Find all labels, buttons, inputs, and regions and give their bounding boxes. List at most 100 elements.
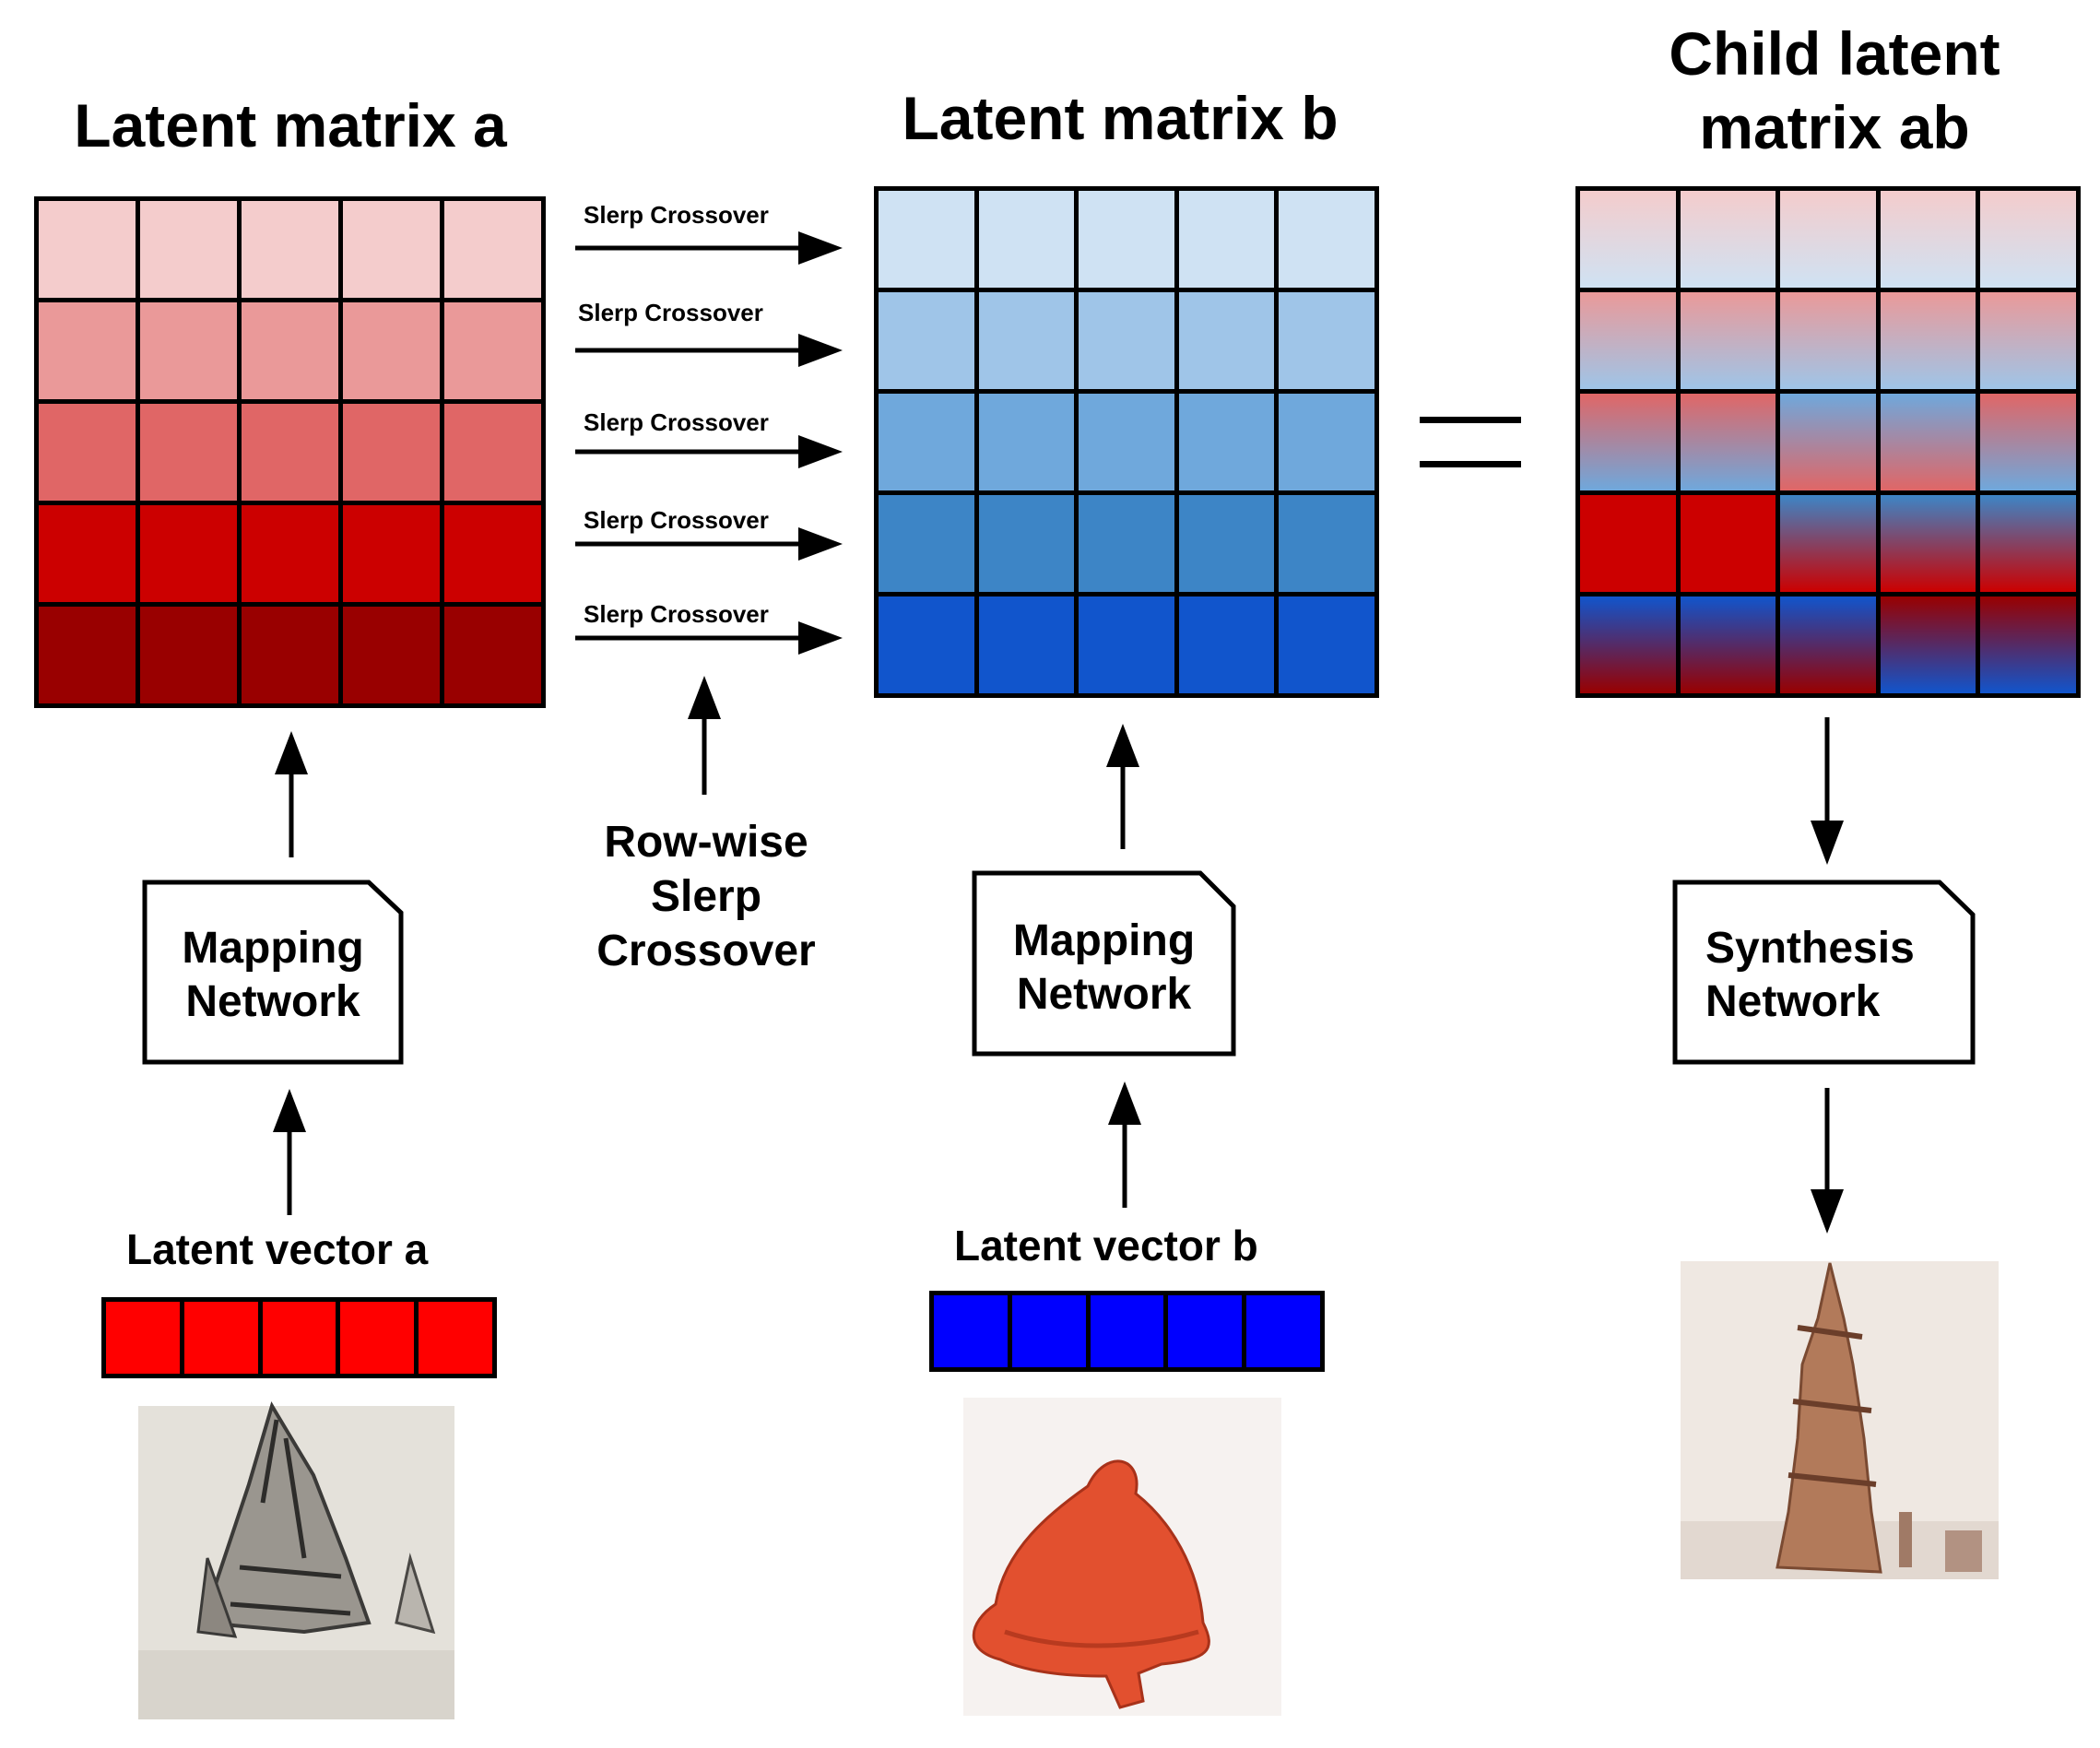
matrix-a-cell — [444, 505, 541, 602]
matrix-b-cell — [1279, 596, 1374, 693]
matrix-a-cell — [444, 404, 541, 501]
matrix-b-cell — [1079, 495, 1174, 592]
equals-bar-top — [1420, 417, 1521, 423]
child-matrix-cell — [1880, 191, 1976, 288]
child-matrix-cell — [1980, 292, 2076, 389]
matrix-a-cell — [242, 201, 338, 298]
matrix-a-cell — [242, 505, 338, 602]
latent-vector-a-label: Latent vector a — [126, 1225, 429, 1273]
matrix-b-cell — [978, 191, 1075, 288]
matrix-b-cell — [1178, 292, 1275, 389]
matrix-a-cell — [343, 201, 440, 298]
child-matrix-cell — [1980, 191, 2076, 288]
rowwise-line2: Slerp — [650, 872, 762, 921]
matrix-b-cell — [879, 495, 974, 592]
matrix-b-cell — [1178, 495, 1275, 592]
mapping-b-line2: Network — [1016, 970, 1192, 1019]
child-matrix-cell — [1580, 292, 1676, 389]
child-matrix-cell — [1580, 191, 1676, 288]
equals-bar-bottom — [1420, 461, 1521, 467]
child-matrix-cell — [1680, 394, 1776, 490]
matrix-b-cell — [1079, 596, 1174, 693]
matrix-b-cell — [879, 191, 974, 288]
matrix-a-cell — [140, 607, 237, 703]
matrix-a-cell — [140, 302, 237, 399]
matrix-b-cell — [1178, 596, 1275, 693]
latent-vector-a-cell — [340, 1302, 415, 1374]
mapping-a-line1: Mapping — [182, 924, 364, 973]
matrix-b-cell — [1079, 292, 1174, 389]
child-matrix-cell — [1980, 495, 2076, 592]
brown-tower-image — [1681, 1261, 1999, 1579]
matrix-a-cell — [242, 607, 338, 703]
matrix-b-cell — [978, 394, 1075, 490]
matrix-b-cell — [1279, 191, 1374, 288]
slerp-crossover-label-4: Slerp Crossover — [584, 506, 769, 534]
matrix-a-cell — [343, 607, 440, 703]
slerp-crossover-label-2: Slerp Crossover — [578, 299, 763, 326]
latent-vector-b-cell — [1090, 1295, 1164, 1367]
child-matrix-cell — [1980, 596, 2076, 693]
child-matrix-cell — [1680, 191, 1776, 288]
slerp-crossover-label-3: Slerp Crossover — [584, 408, 769, 436]
matrix-a-cell — [140, 505, 237, 602]
matrix-b-cell — [1279, 292, 1374, 389]
matrix-a-cell — [39, 404, 136, 501]
matrix-a-cell — [343, 302, 440, 399]
child-matrix-cell — [1680, 596, 1776, 693]
matrix-a-cell — [444, 302, 541, 399]
rowwise-line3: Crossover — [596, 927, 816, 975]
matrix-b-cell — [1178, 191, 1275, 288]
matrix-a-cell — [444, 201, 541, 298]
matrix-a-cell — [39, 607, 136, 703]
latent-vector-a-cell — [183, 1302, 258, 1374]
matrix-b-cell — [1178, 394, 1275, 490]
matrix-a-cell — [39, 505, 136, 602]
mapping-a-line2: Network — [185, 977, 360, 1026]
matrix-b-cell — [1079, 394, 1174, 490]
latent-vector-b — [929, 1291, 1325, 1372]
mapping-network-b-label: Mapping Network — [974, 915, 1233, 1022]
matrix-b-cell — [879, 596, 974, 693]
synthesis-line2: Network — [1705, 977, 1881, 1026]
matrix-a-title: Latent matrix a — [74, 91, 507, 159]
matrix-a-cell — [140, 404, 237, 501]
mapping-network-b-box — [972, 870, 1236, 1057]
matrix-b-cell — [978, 495, 1075, 592]
child-matrix-cell — [1680, 292, 1776, 389]
equals-sign: = — [1420, 417, 1521, 472]
up-arrows — [273, 676, 1141, 1215]
child-matrix-cell — [1780, 394, 1876, 490]
matrix-a-cell — [39, 201, 136, 298]
child-matrix-cell — [1580, 495, 1676, 592]
matrix-b-cell — [978, 292, 1075, 389]
matrix-b-cell — [1279, 495, 1374, 592]
matrix-b-title: Latent matrix b — [902, 84, 1339, 152]
child-matrix-cell — [1680, 495, 1776, 592]
child-matrix-cell — [1880, 495, 1976, 592]
latent-vector-a-cell — [419, 1302, 492, 1374]
latent-vector-a-cell — [106, 1302, 180, 1374]
child-matrix-cell — [1980, 394, 2076, 490]
latent-matrix-a — [34, 196, 546, 708]
latent-vector-a — [101, 1297, 497, 1378]
rowwise-line1: Row-wise — [604, 818, 808, 867]
mapping-network-a-box — [142, 880, 404, 1065]
down-arrows — [1811, 717, 1844, 1234]
child-matrix-cell — [1580, 394, 1676, 490]
child-title-line2: matrix ab — [1699, 93, 1970, 161]
matrix-a-cell — [242, 404, 338, 501]
sketch-tower-image — [138, 1401, 454, 1719]
matrix-b-cell — [978, 596, 1075, 693]
synthesis-network-box — [1672, 880, 1976, 1065]
slerp-crossover-label-5: Slerp Crossover — [584, 600, 769, 628]
child-matrix-cell — [1880, 292, 1976, 389]
mapping-network-a-label: Mapping Network — [145, 922, 401, 1029]
matrix-a-cell — [140, 201, 237, 298]
matrix-a-cell — [242, 302, 338, 399]
latent-vector-b-cell — [1011, 1295, 1086, 1367]
child-matrix-cell — [1580, 596, 1676, 693]
latent-vector-b-label: Latent vector b — [954, 1222, 1258, 1270]
matrix-b-cell — [1279, 394, 1374, 490]
